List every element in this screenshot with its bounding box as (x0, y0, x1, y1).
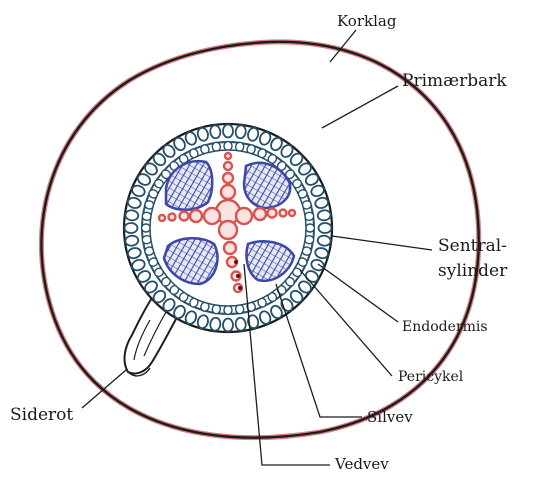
xylem-vessel (188, 208, 204, 224)
lateral-root-inner (133, 311, 167, 361)
xylem-vessel (202, 206, 222, 226)
cell (136, 270, 152, 283)
leader-silvev (275, 283, 362, 418)
cell (298, 162, 312, 176)
xylem-vessel (221, 171, 235, 185)
label-endodermis: Endodermis (402, 319, 488, 335)
phloem-patch-bottom-right (245, 240, 296, 283)
xylem-vessel-dark (236, 274, 240, 278)
xylem-vessel (287, 208, 297, 218)
phloem-patch-top-left (164, 159, 214, 211)
cell (173, 304, 186, 320)
cell (209, 124, 222, 140)
cell (196, 126, 209, 142)
cell (270, 304, 283, 320)
cell (124, 209, 140, 222)
leader-siderot (81, 369, 127, 409)
leader-vedvev (243, 263, 330, 466)
leader-primaerbark (321, 85, 399, 129)
cell (123, 222, 139, 234)
leader-sentralsylinder (331, 235, 433, 251)
cell (222, 123, 234, 139)
phloem-patch-bottom-left (162, 237, 219, 286)
cork-layer-outline (40, 40, 480, 439)
cell (173, 136, 186, 152)
lateral-root-cap (124, 364, 151, 377)
xylem-vessel (234, 206, 254, 226)
cell (270, 136, 283, 152)
cell (289, 152, 304, 167)
cell (131, 184, 146, 198)
label-vedvev: Vedvev (335, 455, 389, 473)
cell (144, 280, 158, 294)
label-siderot: Siderot (10, 405, 74, 425)
xylem-vessel (157, 213, 167, 223)
label-primaerbark: Primærbark (402, 71, 507, 91)
xylem-vessel (222, 240, 238, 256)
cell (314, 247, 330, 260)
cell (310, 184, 325, 198)
cell (247, 314, 260, 330)
xylem-vessel (167, 212, 177, 222)
cell (234, 316, 247, 332)
endodermis-cells (123, 123, 333, 333)
cell (162, 298, 176, 312)
cell (304, 223, 316, 233)
xylem-cross (157, 151, 297, 294)
cell (140, 223, 152, 233)
cell (124, 234, 140, 247)
cell (152, 289, 167, 304)
xylem-vessel (252, 206, 268, 222)
cell (209, 316, 222, 332)
cell (289, 289, 304, 304)
cell (223, 304, 233, 316)
cell (298, 280, 312, 294)
leader-pericykel (299, 269, 393, 377)
cell (162, 144, 176, 158)
cell (258, 131, 272, 146)
phloem-patch-top-right (242, 161, 292, 210)
xylem-vessel (217, 219, 239, 241)
leader-endodermis (317, 263, 399, 323)
cell (317, 222, 333, 234)
xylem-vessel (278, 208, 288, 218)
cell (184, 131, 198, 146)
xylem-vessel (222, 160, 234, 172)
cell (223, 140, 233, 152)
cell (316, 209, 332, 222)
cell (184, 310, 198, 325)
xylem-vessel-dark (238, 286, 242, 290)
label-korklag: Korklag (337, 12, 397, 30)
label-pericykel: Pericykel (398, 369, 464, 385)
label-sentral-line2: sylinder (438, 261, 508, 281)
label-silvev: Silvev (367, 408, 413, 426)
cell (144, 162, 158, 176)
cell (222, 317, 234, 333)
leader-korklag (329, 29, 357, 63)
cell (247, 126, 260, 142)
cell (196, 314, 209, 330)
xylem-vessel (266, 207, 278, 219)
cell (136, 173, 152, 186)
cell (304, 173, 320, 186)
xylem-vessel-dark (234, 260, 238, 264)
cell (316, 234, 332, 247)
xylem-vessel (223, 151, 233, 161)
cell (126, 196, 142, 209)
cell (131, 258, 146, 272)
cell (280, 144, 294, 158)
cell (314, 196, 330, 209)
label-sentral-line1: Sentral- (438, 236, 507, 256)
cell (234, 124, 247, 140)
cell (126, 247, 142, 260)
xylem-vessel (178, 210, 190, 222)
xylem-vessel (219, 183, 237, 201)
cell (258, 310, 272, 325)
cell (152, 152, 167, 167)
